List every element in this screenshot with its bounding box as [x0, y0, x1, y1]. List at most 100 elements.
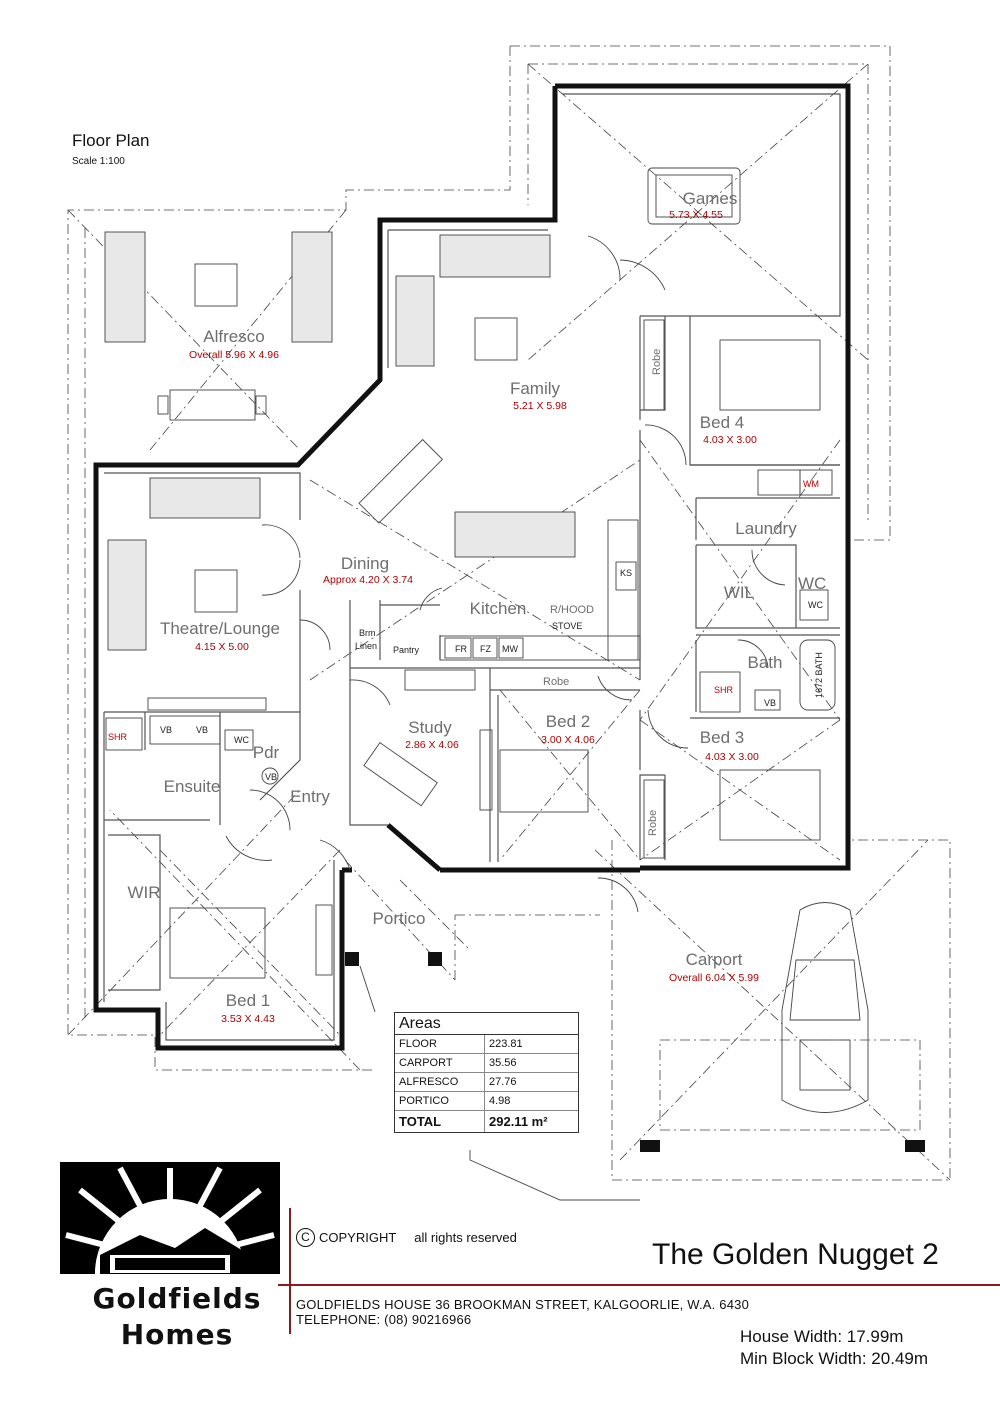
robe-label: Robe — [543, 676, 569, 688]
room-bed1-name: Bed 1 — [226, 991, 270, 1010]
goldfields-logo — [60, 1162, 280, 1274]
title-block-lines — [278, 1208, 1000, 1334]
areas-title: Areas — [395, 1013, 578, 1035]
room-wir-name: WIR — [127, 883, 160, 902]
plan-scale: Scale 1:100 — [72, 156, 125, 167]
stove-label: STOVE — [552, 621, 582, 631]
company-address: GOLDFIELDS HOUSE 36 BROOKMAN STREET, KAL… — [296, 1297, 749, 1327]
width-info: House Width: 17.99m Min Block Width: 20.… — [740, 1326, 928, 1370]
copyright-text: COPYRIGHT — [319, 1230, 397, 1245]
pantry-label: Pantry — [393, 645, 420, 655]
fr-label: FR — [455, 644, 467, 654]
wc-label: WC — [798, 574, 826, 593]
table-row: CARPORT 35.56 — [395, 1053, 578, 1073]
room-labels: Games 5.73 X 4.55 Alfresco Overall 5.96 … — [127, 189, 797, 1025]
interior-walls — [103, 93, 841, 1041]
brand-line: Goldfields — [92, 1282, 262, 1315]
doors — [225, 235, 786, 913]
room-kitchen-name: Kitchen — [470, 599, 527, 618]
rhood-label: R/HOOD — [550, 604, 594, 616]
leader-lines — [359, 965, 640, 1201]
fixture-labels: Robe Robe Robe WM WC WC WC SHR SHR 1672 … — [108, 349, 826, 836]
min-block-width: Min Block Width: 20.49m — [740, 1349, 929, 1368]
room-theatre-dims: 4.15 X 5.00 — [195, 641, 249, 653]
copyright: C COPYRIGHT all rights reserved — [296, 1228, 517, 1247]
robe-label: Robe — [651, 349, 663, 375]
robe-label: Robe — [647, 810, 659, 836]
vb-label: VB — [265, 772, 277, 782]
room-bed2-dims: 3.00 X 4.06 — [541, 734, 595, 746]
furniture — [104, 167, 925, 1152]
areas-rows: FLOOR 223.81 CARPORT 35.56 ALFRESCO 27.7… — [395, 1035, 578, 1132]
vb-label: VB — [764, 698, 776, 708]
table-row: FLOOR 223.81 — [395, 1035, 578, 1054]
room-family-dims: 5.21 X 5.98 — [513, 400, 567, 412]
address-line: GOLDFIELDS HOUSE 36 BROOKMAN STREET, KAL… — [296, 1297, 750, 1312]
room-bath-name: Bath — [748, 653, 783, 672]
ks-label: KS — [620, 568, 632, 578]
room-carport-dims: Overall 6.04 X 5.99 — [669, 972, 759, 984]
broom-label: Brm — [359, 628, 376, 638]
bath-size-label: 1672 BATH — [814, 652, 824, 698]
room-study-dims: 2.86 X 4.06 — [405, 739, 459, 751]
total-row: TOTAL 292.11 m² — [395, 1110, 578, 1132]
brand-line: Homes — [120, 1318, 234, 1351]
room-entry-name: Entry — [290, 787, 330, 806]
wc-label: WC — [234, 735, 249, 745]
room-bed3-name: Bed 3 — [700, 728, 744, 747]
design-name: The Golden Nugget 2 — [652, 1238, 939, 1271]
vb-label: VB — [196, 725, 208, 735]
area-value: 223.81 — [484, 1035, 578, 1054]
house-width: House Width: 17.99m — [740, 1327, 904, 1346]
wm-label: WM — [803, 479, 819, 489]
room-bed1-dims: 3.53 X 4.43 — [221, 1013, 275, 1025]
linen-label: Linen — [355, 641, 377, 651]
exterior-walls — [93, 83, 851, 1051]
room-study-name: Study — [408, 718, 452, 737]
room-bed4-name: Bed 4 — [700, 413, 744, 432]
room-portico-name: Portico — [373, 909, 426, 928]
room-family-name: Family — [510, 379, 561, 398]
area-value: 35.56 — [484, 1053, 578, 1073]
areas-table: Areas FLOOR 223.81 CARPORT 35.56 ALFRESC… — [394, 1012, 579, 1133]
shr-label: SHR — [108, 732, 128, 742]
area-label: FLOOR — [395, 1035, 485, 1054]
total-value: 292.11 m² — [484, 1110, 578, 1132]
room-alfresco-dims: Overall 5.96 X 4.96 — [189, 349, 279, 361]
area-value: 4.98 — [484, 1091, 578, 1111]
brand-name: Goldfields Homes — [72, 1281, 282, 1353]
vb-label: VB — [160, 725, 172, 735]
room-bed4-dims: 4.03 X 3.00 — [703, 434, 757, 446]
shr-label: SHR — [714, 685, 734, 695]
car-icon — [781, 902, 869, 1113]
table-row: ALFRESCO 27.76 — [395, 1072, 578, 1092]
copyright-icon: C — [296, 1228, 315, 1247]
room-ensuite-name: Ensuite — [164, 777, 221, 796]
room-pdr-name: Pdr — [253, 743, 280, 762]
rights-text: all rights reserved — [414, 1230, 517, 1245]
area-label: ALFRESCO — [395, 1072, 485, 1092]
area-label: PORTICO — [395, 1091, 485, 1111]
room-wil-name: WIL — [724, 583, 754, 602]
room-games-name: Games — [683, 189, 738, 208]
room-alfresco-name: Alfresco — [203, 327, 264, 346]
table-row: PORTICO 4.98 — [395, 1091, 578, 1111]
room-dining-name: Dining — [341, 554, 389, 573]
room-games-dims: 5.73 X 4.55 — [669, 209, 723, 221]
area-value: 27.76 — [484, 1072, 578, 1092]
roof-outline — [67, 45, 951, 1181]
wc-label: WC — [808, 600, 823, 610]
room-carport-name: Carport — [686, 950, 743, 969]
telephone-line: TELEPHONE: (08) 90216966 — [296, 1312, 472, 1327]
fz-label: FZ — [480, 644, 491, 654]
total-label: TOTAL — [399, 1114, 442, 1129]
room-dining-dims: Approx 4.20 X 3.74 — [323, 574, 413, 586]
plan-title: Floor Plan — [72, 131, 150, 150]
area-label: CARPORT — [395, 1053, 485, 1073]
room-theatre-name: Theatre/Lounge — [160, 619, 280, 638]
room-bed2-name: Bed 2 — [546, 712, 590, 731]
mw-label: MW — [502, 644, 518, 654]
room-laundry-name: Laundry — [735, 519, 797, 538]
room-bed3-dims: 4.03 X 3.00 — [705, 751, 759, 763]
